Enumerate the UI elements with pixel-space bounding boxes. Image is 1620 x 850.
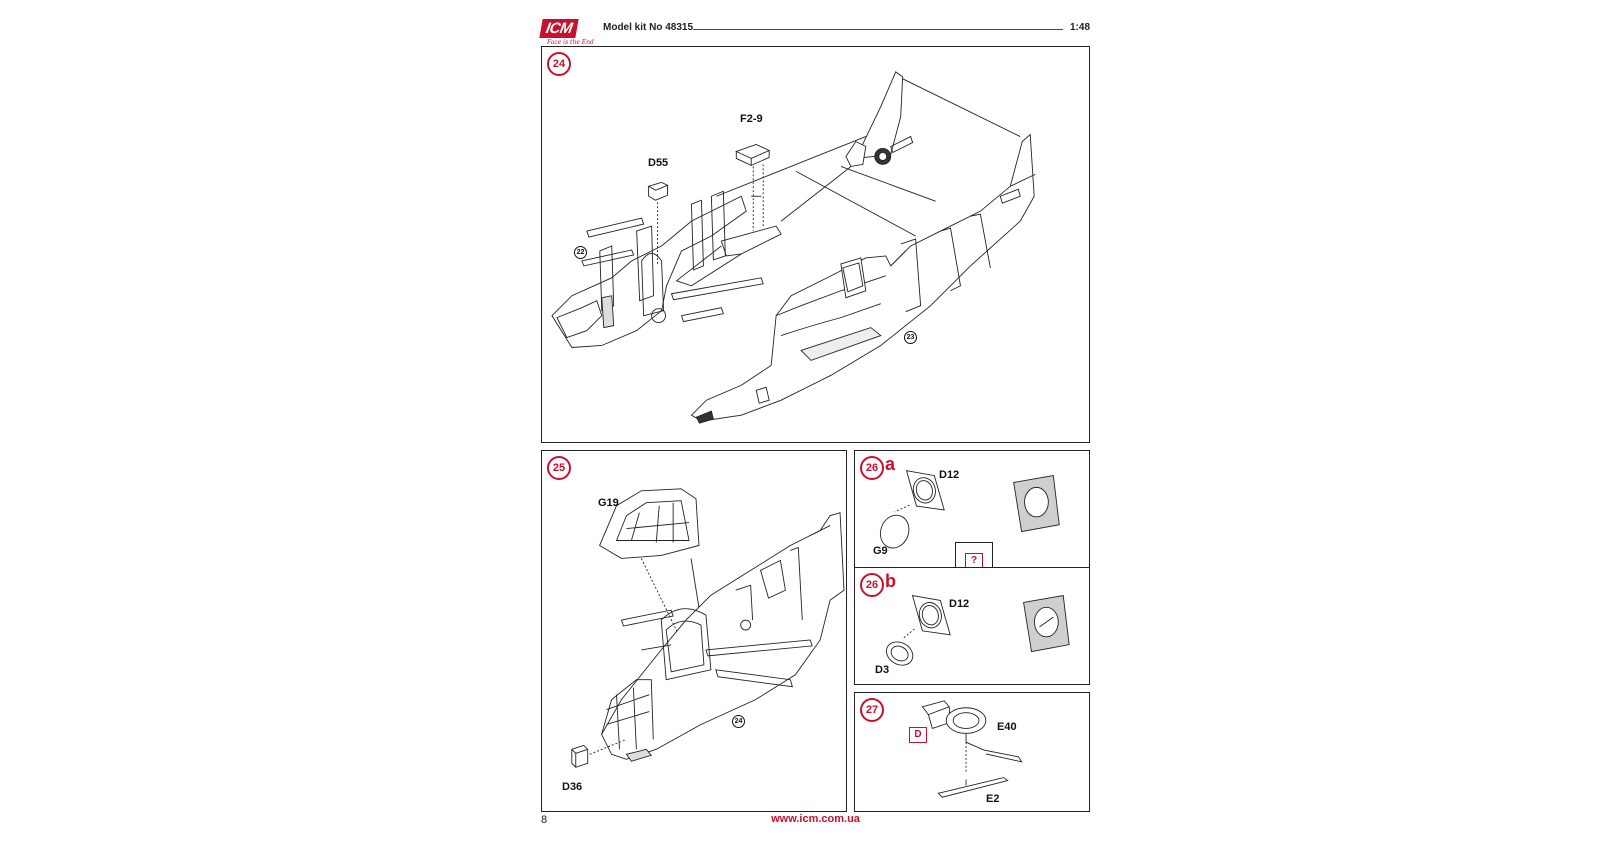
- ref-step-23: 23: [904, 331, 917, 344]
- step-26b-panel: 26 b D12 D3: [854, 567, 1090, 685]
- step-26b-drawing: [885, 594, 1070, 666]
- step-26a-variant: a: [885, 454, 896, 474]
- scale-label: 1:48: [1069, 22, 1090, 33]
- label-d12-b: D12: [949, 598, 970, 610]
- label-d55: D55: [648, 157, 669, 169]
- optional-icon: ?: [965, 553, 983, 569]
- step-26a-drawing: [879, 470, 1060, 549]
- header-divider: [693, 29, 1063, 30]
- step-24-drawing: [551, 71, 1036, 424]
- logo-text: ICM: [539, 19, 579, 38]
- label-d36: D36: [562, 781, 583, 793]
- instruction-page: ICM Face is the End Model kit No 48315 1…: [539, 14, 1090, 844]
- step-26a-panel: 26 a D12 G9: [854, 450, 1090, 568]
- page-header: ICM Face is the End Model kit No 48315 1…: [539, 14, 1090, 49]
- step-27-drawing: [921, 700, 1023, 798]
- step-27-panel: 27 D E40 E2: [854, 692, 1090, 812]
- label-f2-9: F2-9: [740, 113, 763, 125]
- page-number: 8: [541, 814, 548, 826]
- label-g19: G19: [598, 497, 619, 509]
- ref-step-22: 22: [574, 246, 587, 259]
- ref-step-24: 24: [732, 715, 745, 728]
- label-d12-a: D12: [939, 469, 960, 481]
- step-25-drawing: [571, 488, 845, 768]
- glue-icon: D: [909, 727, 927, 743]
- step-25-number: 25: [547, 456, 571, 480]
- label-e40: E40: [997, 721, 1017, 733]
- step-24-panel: 24 F2-9 D55 22 23: [541, 46, 1090, 443]
- step-26a-number: 26: [860, 456, 884, 480]
- label-e2: E2: [986, 793, 1000, 805]
- step-24-number: 24: [547, 52, 571, 76]
- website-url[interactable]: www.icm.com.ua: [771, 813, 860, 825]
- kit-number: Model kit No 48315: [603, 22, 694, 33]
- step-25-panel: 25 G19 D36 24: [541, 450, 847, 812]
- step-26b-variant: b: [885, 571, 896, 591]
- step-27-number: 27: [860, 698, 884, 722]
- label-g9: G9: [873, 545, 888, 557]
- step-26b-number: 26: [860, 573, 884, 597]
- icm-logo: ICM Face is the End: [539, 19, 594, 49]
- logo-slogan: Face is the End: [547, 39, 594, 46]
- label-d3: D3: [875, 664, 890, 676]
